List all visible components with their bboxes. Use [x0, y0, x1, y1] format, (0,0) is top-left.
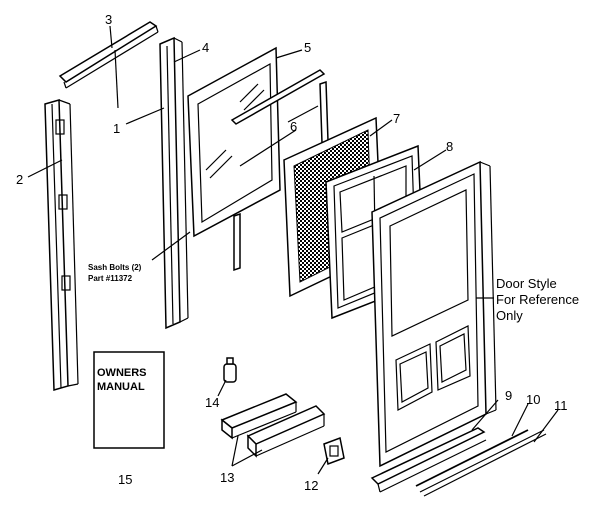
- callout-2: 2: [16, 172, 23, 187]
- callout-13: 13: [220, 470, 234, 485]
- part-4-right-jamb: [159, 36, 189, 330]
- part-12-hardware-packet: [323, 436, 345, 466]
- part-2-left-jamb: [44, 99, 79, 391]
- callout-15: 15: [118, 472, 132, 487]
- part-10-11-sweeps: [415, 429, 547, 497]
- part-15-owners-manual: OWNERS MANUAL: [93, 351, 165, 449]
- part-13-boxes: [220, 393, 326, 458]
- door-style-line2: For Reference: [496, 292, 579, 307]
- callout-14: 14: [205, 395, 219, 410]
- callout-11: 11: [554, 398, 568, 413]
- callout-4: 4: [202, 40, 209, 55]
- sash-bolts-note: Sash Bolts (2) Part #11372: [88, 263, 142, 283]
- part-3-top-rail: [58, 21, 159, 109]
- callout-6: 6: [290, 119, 297, 134]
- callout-5: 5: [304, 40, 311, 55]
- door-style-note: Door Style For Reference Only: [496, 276, 579, 323]
- callout-10: 10: [526, 392, 540, 407]
- callout-12: 12: [304, 478, 318, 493]
- callout-9: 9: [505, 388, 512, 403]
- manual-line1: OWNERS: [97, 367, 147, 379]
- callout-labels: 3 1 2 4 5 6 7 8 9 10 11 12 13 14 15: [16, 12, 568, 493]
- callout-1: 1: [113, 121, 120, 136]
- door-main-frame: [371, 160, 497, 468]
- sash-bolts-line2: Part #11372: [88, 274, 133, 283]
- leader-lines: [27, 25, 559, 475]
- callout-3: 3: [105, 12, 112, 27]
- door-style-line3: Only: [496, 308, 523, 323]
- part-9-bottom-expander: [370, 427, 487, 493]
- part-14-bottle: [223, 357, 237, 383]
- callout-8: 8: [446, 139, 453, 154]
- sash-bolts-line1: Sash Bolts (2): [88, 263, 142, 272]
- door-style-line1: Door Style: [496, 276, 557, 291]
- part-5-glass-sash: [187, 46, 281, 238]
- manual-line2: MANUAL: [97, 381, 145, 393]
- callout-7: 7: [393, 111, 400, 126]
